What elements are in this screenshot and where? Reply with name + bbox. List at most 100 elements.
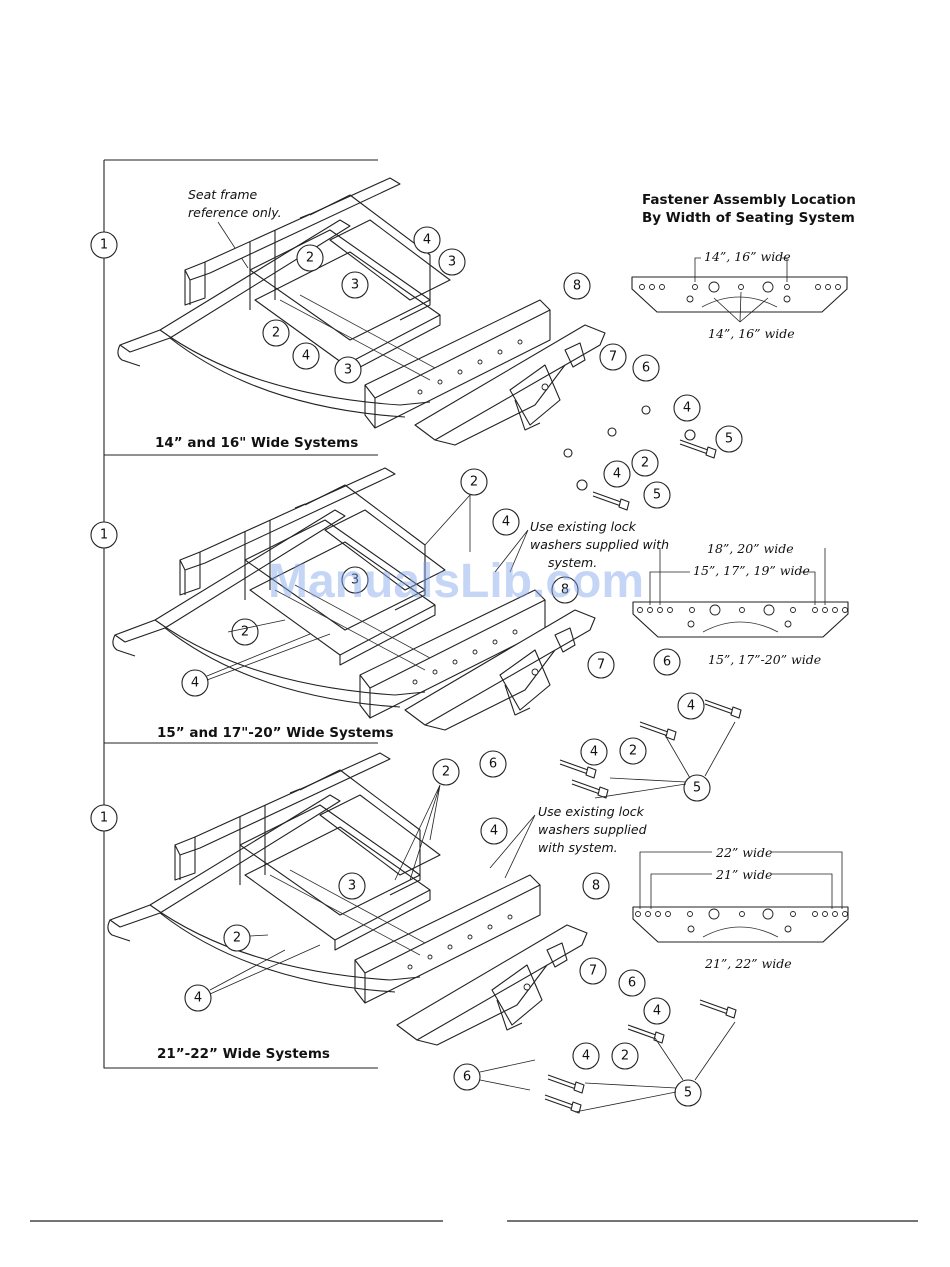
svg-text:6: 6 <box>642 361 650 376</box>
callout: 7 <box>579 957 607 985</box>
svg-text:4: 4 <box>590 745 598 760</box>
bolt <box>547 1074 585 1094</box>
svg-text:5: 5 <box>653 488 661 503</box>
panel-2: 1 Use existing lock washers supplied wit… <box>90 455 849 802</box>
callout: 3 <box>438 248 466 276</box>
callout: 6 <box>632 354 660 382</box>
width-label: 18”, 20” wide <box>707 541 794 556</box>
washer <box>576 479 588 491</box>
svg-text:2: 2 <box>442 765 450 780</box>
svg-text:4: 4 <box>194 991 202 1006</box>
callout: 2 <box>611 1042 639 1070</box>
svg-text:6: 6 <box>489 757 497 772</box>
width-label: 22” wide <box>715 845 772 860</box>
callout: 4 <box>292 342 320 370</box>
svg-text:2: 2 <box>241 625 249 640</box>
svg-text:2: 2 <box>470 475 478 490</box>
bolt <box>699 999 737 1019</box>
svg-text:7: 7 <box>589 964 597 979</box>
callout: 4 <box>677 692 705 720</box>
nut <box>563 448 573 458</box>
svg-text:4: 4 <box>683 401 691 416</box>
callout: 4 <box>184 984 212 1012</box>
note-line-1: Seat frame <box>188 187 258 202</box>
callout: 8 <box>551 576 579 604</box>
callout: 5 <box>683 774 711 802</box>
bracket-heading-line-2: By Width of Seating System <box>642 210 855 226</box>
note-line-3: system. <box>548 555 597 570</box>
bolt <box>639 721 677 741</box>
svg-text:4: 4 <box>613 467 621 482</box>
callout: 2 <box>460 468 488 496</box>
watermark: ManualsLib.com <box>268 555 644 608</box>
svg-text:2: 2 <box>641 456 649 471</box>
note-line-2: washers supplied <box>538 822 647 837</box>
panel-1: 1 Seat frame reference only. 2 4 3 3 2 4… <box>90 159 856 511</box>
svg-text:4: 4 <box>653 1004 661 1019</box>
note-line-1: Use existing lock <box>538 804 645 819</box>
step-circle: 1 <box>90 804 118 832</box>
callout: 4 <box>580 738 608 766</box>
callout: 6 <box>479 750 507 778</box>
svg-text:3: 3 <box>351 278 359 293</box>
bolt <box>544 1094 582 1114</box>
svg-text:4: 4 <box>582 1049 590 1064</box>
svg-text:3: 3 <box>351 573 359 588</box>
step-circle: 1 <box>90 521 118 549</box>
bolt <box>679 439 717 459</box>
bolt <box>627 1024 665 1044</box>
callout: 4 <box>413 226 441 254</box>
svg-text:6: 6 <box>628 976 636 991</box>
note-line-3: with system. <box>538 840 618 855</box>
nut <box>607 427 617 437</box>
svg-text:6: 6 <box>663 655 671 670</box>
callout: 6 <box>653 648 681 676</box>
seat-frame <box>107 752 541 1004</box>
svg-text:4: 4 <box>423 233 431 248</box>
svg-text:3: 3 <box>348 879 356 894</box>
svg-text:2: 2 <box>629 744 637 759</box>
callout: 2 <box>296 244 324 272</box>
svg-text:8: 8 <box>573 279 581 294</box>
callout: 7 <box>587 651 615 679</box>
nut <box>641 405 651 415</box>
width-label: 15”, 17”, 19” wide <box>693 563 810 578</box>
width-label: 14”, 16” wide <box>708 326 795 341</box>
callout: 2 <box>262 319 290 347</box>
callout: 5 <box>643 481 671 509</box>
panel-caption: 15” and 17"-20” Wide Systems <box>157 725 394 741</box>
svg-text:6: 6 <box>463 1070 471 1085</box>
width-label: 21”, 22” wide <box>704 956 792 971</box>
panel-3: 1 Use existing lock washers supplied wit… <box>90 743 849 1114</box>
callout: 5 <box>674 1079 702 1107</box>
svg-text:7: 7 <box>609 350 617 365</box>
width-label: 21” wide <box>715 867 772 882</box>
callout: 2 <box>619 737 647 765</box>
svg-text:2: 2 <box>306 251 314 266</box>
svg-text:5: 5 <box>684 1086 692 1101</box>
hanger-bracket <box>404 609 596 731</box>
panel-caption: 14” and 16" Wide Systems <box>155 435 358 451</box>
svg-text:4: 4 <box>490 824 498 839</box>
step-number: 1 <box>100 811 108 826</box>
note-line-1: Use existing lock <box>530 519 637 534</box>
svg-text:4: 4 <box>302 349 310 364</box>
note-line-2: washers supplied with <box>530 537 669 552</box>
callout: 4 <box>572 1042 600 1070</box>
callout: 4 <box>673 394 701 422</box>
svg-text:4: 4 <box>687 699 695 714</box>
callout: 2 <box>432 758 460 786</box>
callout: 4 <box>480 817 508 845</box>
callout: 8 <box>582 872 610 900</box>
note-line-2: reference only. <box>188 205 282 220</box>
callout: 3 <box>334 356 362 384</box>
step-number: 1 <box>100 528 108 543</box>
callout: 4 <box>643 997 671 1025</box>
svg-text:2: 2 <box>621 1049 629 1064</box>
callout: 6 <box>618 969 646 997</box>
hanger-bracket <box>414 324 606 446</box>
svg-text:3: 3 <box>448 255 456 270</box>
callout: 2 <box>223 924 251 952</box>
width-plate <box>631 257 848 323</box>
callout: 3 <box>341 566 369 594</box>
